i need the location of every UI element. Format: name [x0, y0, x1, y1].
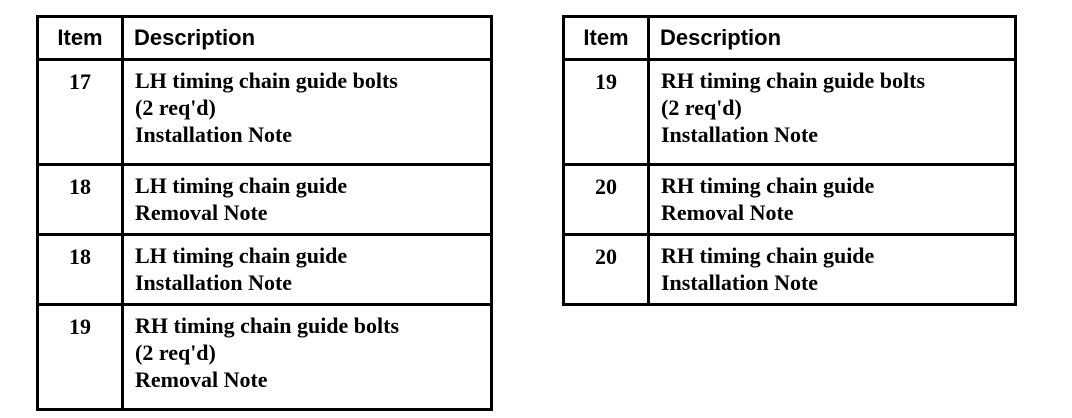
- description-line: RH timing chain guide: [661, 243, 875, 268]
- description-line: LH timing chain guide bolts: [135, 68, 398, 93]
- item-number-cell: 18: [36, 163, 124, 236]
- description-line: Removal Note: [135, 367, 268, 392]
- description-line: Removal Note: [661, 200, 794, 225]
- description-cell: RH timing chain guide bolts(2 req'd)Inst…: [647, 58, 1017, 166]
- item-column-header: Item: [36, 15, 124, 61]
- item-column-header: Item: [562, 15, 650, 61]
- header-row: Item Description: [562, 15, 1017, 61]
- description-line: RH timing chain guide bolts: [661, 68, 926, 93]
- description-line: Removal Note: [135, 200, 268, 225]
- item-number-cell: 17: [36, 58, 124, 166]
- item-number-cell: 18: [36, 233, 124, 306]
- description-line: (2 req'd): [135, 340, 216, 365]
- description-line: RH timing chain guide: [661, 173, 875, 198]
- description-line: LH timing chain guide: [135, 243, 348, 268]
- description-line: Installation Note: [135, 270, 293, 295]
- description-line: (2 req'd): [135, 95, 216, 120]
- item-number-cell: 19: [562, 58, 650, 166]
- item-number-cell: 20: [562, 233, 650, 306]
- description-cell: LH timing chain guide bolts(2 req'd)Inst…: [121, 58, 493, 166]
- description-line: (2 req'd): [661, 95, 742, 120]
- description-line: Installation Note: [661, 122, 819, 147]
- description-column-header: Description: [121, 15, 493, 61]
- item-number-cell: 20: [562, 163, 650, 236]
- description-cell: RH timing chain guide bolts(2 req'd)Remo…: [121, 303, 493, 411]
- description-line: RH timing chain guide bolts: [135, 313, 400, 338]
- item-number-cell: 19: [36, 303, 124, 411]
- description-line: Installation Note: [135, 122, 293, 147]
- description-line: LH timing chain guide: [135, 173, 348, 198]
- description-line: Installation Note: [661, 270, 819, 295]
- description-column-header: Description: [647, 15, 1017, 61]
- header-row: Item Description: [36, 15, 493, 61]
